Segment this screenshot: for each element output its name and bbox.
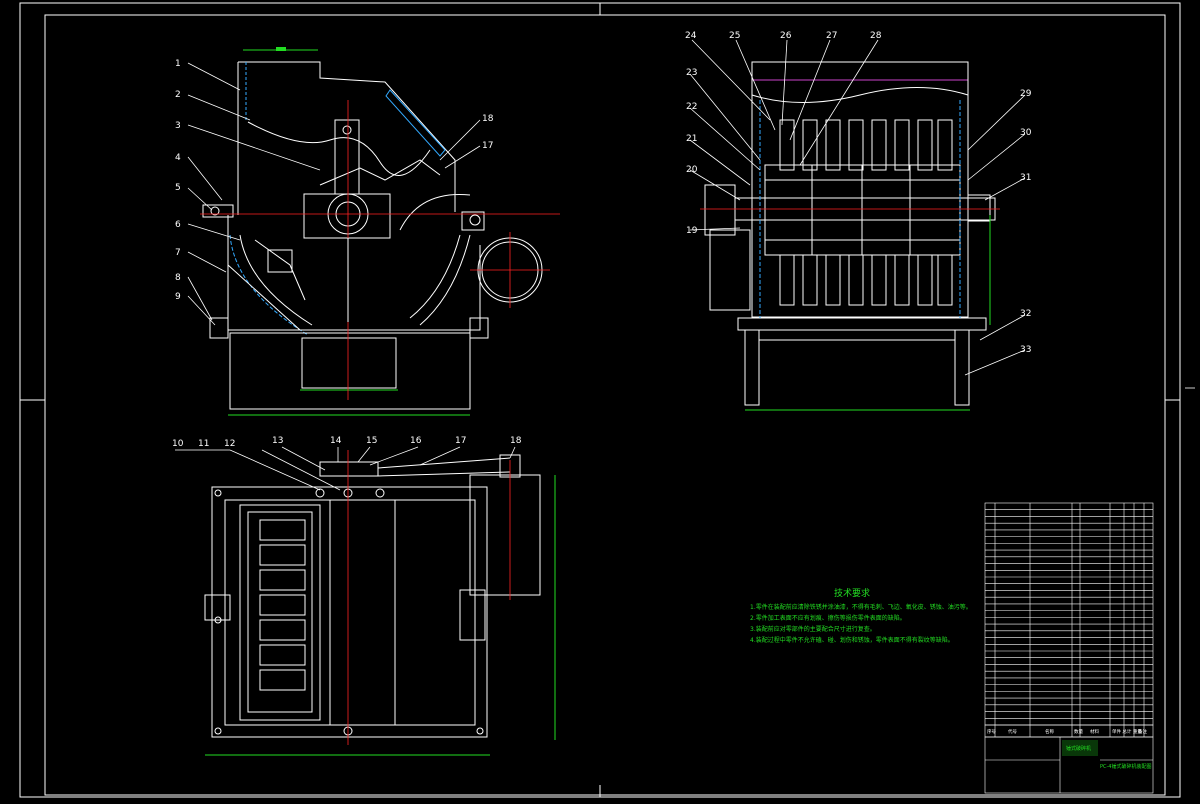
header-remark: 备注 <box>1138 728 1147 735</box>
callout-33: 33 <box>1020 345 1031 355</box>
callout-27: 27 <box>826 31 837 41</box>
header-name: 名称 <box>1045 728 1054 735</box>
front-callout-leaders <box>187 62 481 326</box>
callout-28: 28 <box>870 31 882 41</box>
callout-29: 29 <box>1020 89 1032 99</box>
plan-callout-leaders <box>175 446 516 491</box>
header-material: 材料 <box>1090 728 1099 735</box>
callout-30: 30 <box>1020 128 1032 138</box>
callout-18-front: 18 <box>482 114 494 124</box>
callout-17-front: 17 <box>482 141 493 151</box>
callout-10: 10 <box>172 439 184 449</box>
callout-7: 7 <box>175 248 181 258</box>
callout-25: 25 <box>729 31 740 41</box>
drawing-name: 锤式破碎机 <box>1066 745 1091 752</box>
callout-19: 19 <box>686 226 698 236</box>
title-block: 锤式破碎机 PC-4锤式破碎机装配图 <box>1062 740 1152 770</box>
callout-26: 26 <box>780 31 792 41</box>
header-qty: 数量 <box>1074 728 1083 735</box>
header-index: 序号 <box>987 728 996 735</box>
side-callout-leaders <box>689 39 1026 376</box>
parts-list-header: 序号 代号 名称 数量 材料 单件 总计 重量 备注 <box>987 728 1147 735</box>
callout-8: 8 <box>175 273 181 283</box>
callout-11: 11 <box>198 439 209 449</box>
drawing-number: PC-4锤式破碎机装配图 <box>1100 763 1152 770</box>
inner-border <box>44 14 1166 796</box>
header-code: 代号 <box>1008 728 1017 735</box>
callout-21: 21 <box>686 134 697 144</box>
callout-6: 6 <box>175 220 181 230</box>
callout-31: 31 <box>1020 173 1031 183</box>
tech-line-1: 1.零件在装配前应清除铁锈并涂油漆，不得有毛刺、飞边、氧化皮、锈蚀、油污等。 <box>750 603 972 611</box>
tech-line-2: 2.零件加工表面不应有划痕、擦伤等损伤零件表面的缺陷。 <box>750 614 906 622</box>
tech-title: 技术要求 <box>834 587 870 599</box>
callout-9: 9 <box>175 292 181 302</box>
callout-3: 3 <box>175 121 181 131</box>
tech-line-4: 4.装配过程中零件不允许磕、碰、划伤和锈蚀，零件表面不得有裂纹等缺陷。 <box>750 636 954 644</box>
technical-requirements: 技术要求 1.零件在装配前应清除铁锈并涂油漆，不得有毛刺、飞边、氧化皮、锈蚀、油… <box>750 587 972 644</box>
plan-view <box>204 450 556 756</box>
callout-32: 32 <box>1020 309 1031 319</box>
callout-23: 23 <box>686 68 697 78</box>
callout-12: 12 <box>224 439 235 449</box>
side-view <box>700 61 1000 411</box>
tech-line-3: 3.装配前应对零部件的主要配合尺寸进行复查。 <box>750 625 876 633</box>
callout-15: 15 <box>366 436 377 446</box>
front-callouts: 1 2 3 4 5 6 7 8 9 18 17 <box>175 59 494 302</box>
callout-1: 1 <box>175 59 181 69</box>
callout-13: 13 <box>272 436 283 446</box>
drawing-name-box <box>1062 740 1098 756</box>
callout-22: 22 <box>686 102 697 112</box>
callout-5: 5 <box>175 183 181 193</box>
side-callouts: 24 25 26 27 28 23 22 21 20 19 29 30 31 3… <box>685 31 1032 355</box>
callout-20: 20 <box>686 165 698 175</box>
callout-24: 24 <box>685 31 697 41</box>
callout-16: 16 <box>410 436 422 446</box>
plan-callouts: 10 11 12 13 14 15 16 17 18 <box>172 436 522 449</box>
header-weight: 单件 总计 重量 <box>1112 728 1142 735</box>
callout-14: 14 <box>330 436 342 446</box>
parts-list <box>984 502 1154 794</box>
front-view <box>200 47 560 416</box>
callout-18-plan: 18 <box>510 436 522 446</box>
callout-4: 4 <box>175 153 181 163</box>
callout-17-plan: 17 <box>455 436 466 446</box>
callout-2: 2 <box>175 90 181 100</box>
